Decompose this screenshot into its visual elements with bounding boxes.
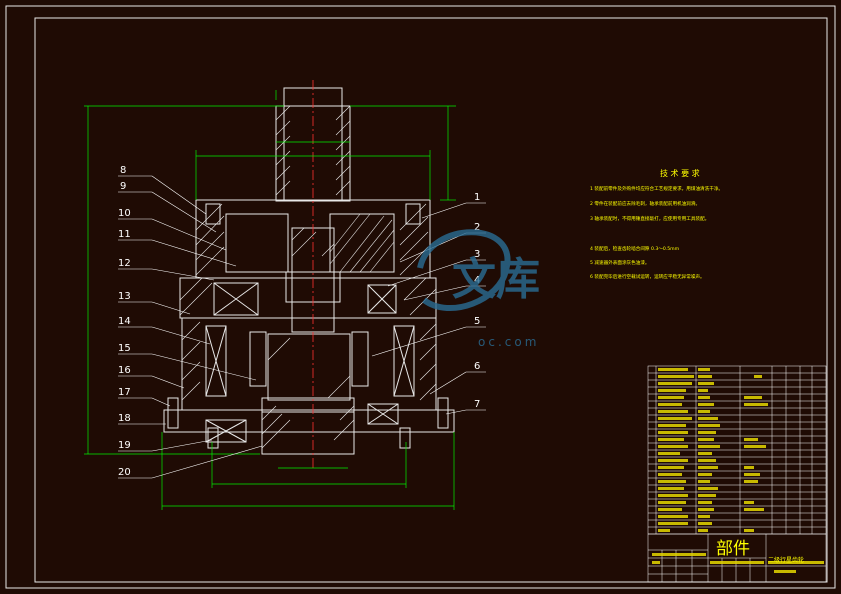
leader-lines [118, 175, 486, 479]
tech-requirement-2: 2 零件在装配前应去除毛刺，轴承装配前用机油润滑。 [590, 200, 700, 207]
watermark-swoosh-icon [417, 229, 511, 312]
callout-5: 5 [474, 316, 480, 327]
watermark-sub: oc.com [478, 335, 539, 349]
dimensions [84, 90, 456, 510]
tech-requirements-title: 技 术 要 求 [660, 168, 700, 178]
inner-frame [34, 17, 828, 583]
callout-8: 8 [120, 165, 126, 176]
tech-requirement-3: 3 轴承装配时，不得用锤直接敲打，应使用专用工具装配。 [590, 215, 709, 222]
tech-requirements: 技 术 要 求 1 装配前零件及外购件均应符合工艺规定要求，用煤油清洗干净。 2… [590, 168, 723, 280]
callout-2: 2 [474, 222, 480, 233]
callout-10: 10 [118, 208, 131, 219]
callout-13: 13 [118, 291, 131, 302]
callout-19: 19 [118, 440, 131, 451]
parts-list-table [647, 365, 827, 583]
title-block-big-label: 部件 [716, 539, 750, 559]
tech-requirement-6: 6 装配完毕后进行空载试运转，运转应平稳无异常噪声。 [590, 273, 705, 280]
part-callouts: 8 9 10 11 12 13 14 15 16 17 18 19 20 1 2… [118, 165, 480, 478]
tech-requirement-1: 1 装配前零件及外购件均应符合工艺规定要求，用煤油清洗干净。 [590, 185, 723, 192]
callout-6: 6 [474, 361, 480, 372]
watermark-text: 文库 [452, 254, 540, 305]
tech-requirement-4: 4 装配后，检查齿轮啮合间隙 0.3～0.5mm [590, 245, 680, 252]
callout-16: 16 [118, 365, 131, 376]
title-block: 部件 二级行星齿轮 [716, 539, 804, 564]
assembly-drawing [163, 87, 455, 455]
callout-1: 1 [474, 192, 480, 203]
callout-14: 14 [118, 316, 131, 327]
callout-20: 20 [118, 467, 131, 478]
watermark: 文库 oc.com [417, 229, 540, 349]
outer-frame [5, 5, 836, 589]
callout-15: 15 [118, 343, 131, 354]
callout-4: 4 [474, 275, 480, 286]
callout-17: 17 [118, 387, 131, 398]
tech-requirement-5: 5 减速器外表面涂灰色油漆。 [590, 259, 650, 266]
title-block-drawing-name: 二级行星齿轮 [768, 556, 804, 564]
callout-11: 11 [118, 229, 131, 240]
callout-3: 3 [474, 249, 480, 260]
callout-18: 18 [118, 413, 131, 424]
callout-9: 9 [120, 181, 126, 192]
parts-list-entries [652, 368, 824, 573]
callout-12: 12 [118, 258, 131, 269]
callout-7: 7 [474, 399, 480, 410]
